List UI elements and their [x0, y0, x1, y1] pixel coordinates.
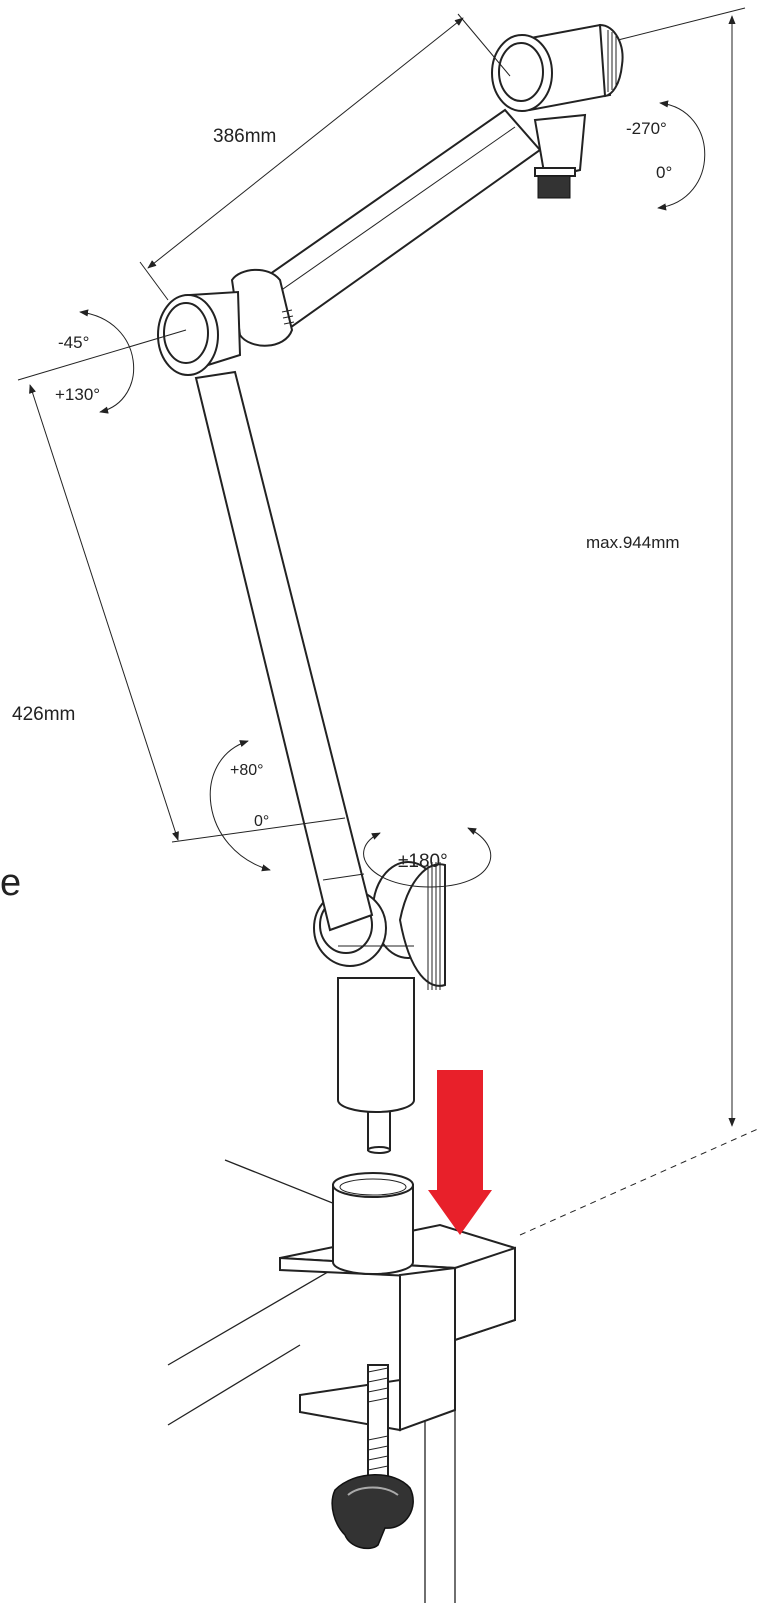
top-joint-angle-b: 0° — [656, 163, 672, 182]
edge-fragment-text: e — [0, 862, 21, 904]
desk-clamp — [279, 1172, 516, 1550]
elbow-angle-a: -45° — [58, 333, 89, 352]
dimension-386 — [139, 13, 511, 301]
base-joint-rotation-arc — [209, 740, 271, 872]
base-joint-angle-a: +80° — [230, 762, 264, 779]
top-joint-angle-a: -270° — [626, 119, 667, 138]
insert-arrow — [428, 1070, 492, 1235]
dimension-944 — [617, 7, 746, 1127]
base-joint-angle-b: 0° — [254, 813, 269, 830]
base-rotation-ellipse — [363, 827, 492, 888]
height-reference-line — [519, 1127, 761, 1236]
elbow-angle-b: +130° — [55, 385, 100, 404]
elbow-joint — [157, 108, 542, 376]
base-rotation-label: ±180° — [398, 851, 448, 872]
clamp-knob — [331, 1474, 414, 1550]
elbow-rotation-arc — [79, 309, 135, 414]
upper-arm-length-label: 386mm — [213, 126, 276, 147]
lower-arm-length-label: 426mm — [12, 704, 75, 725]
max-height-label: max.944mm — [586, 533, 680, 552]
top-joint — [491, 23, 624, 199]
lower-arm — [194, 370, 374, 932]
top-joint-rotation-arc — [657, 100, 706, 211]
